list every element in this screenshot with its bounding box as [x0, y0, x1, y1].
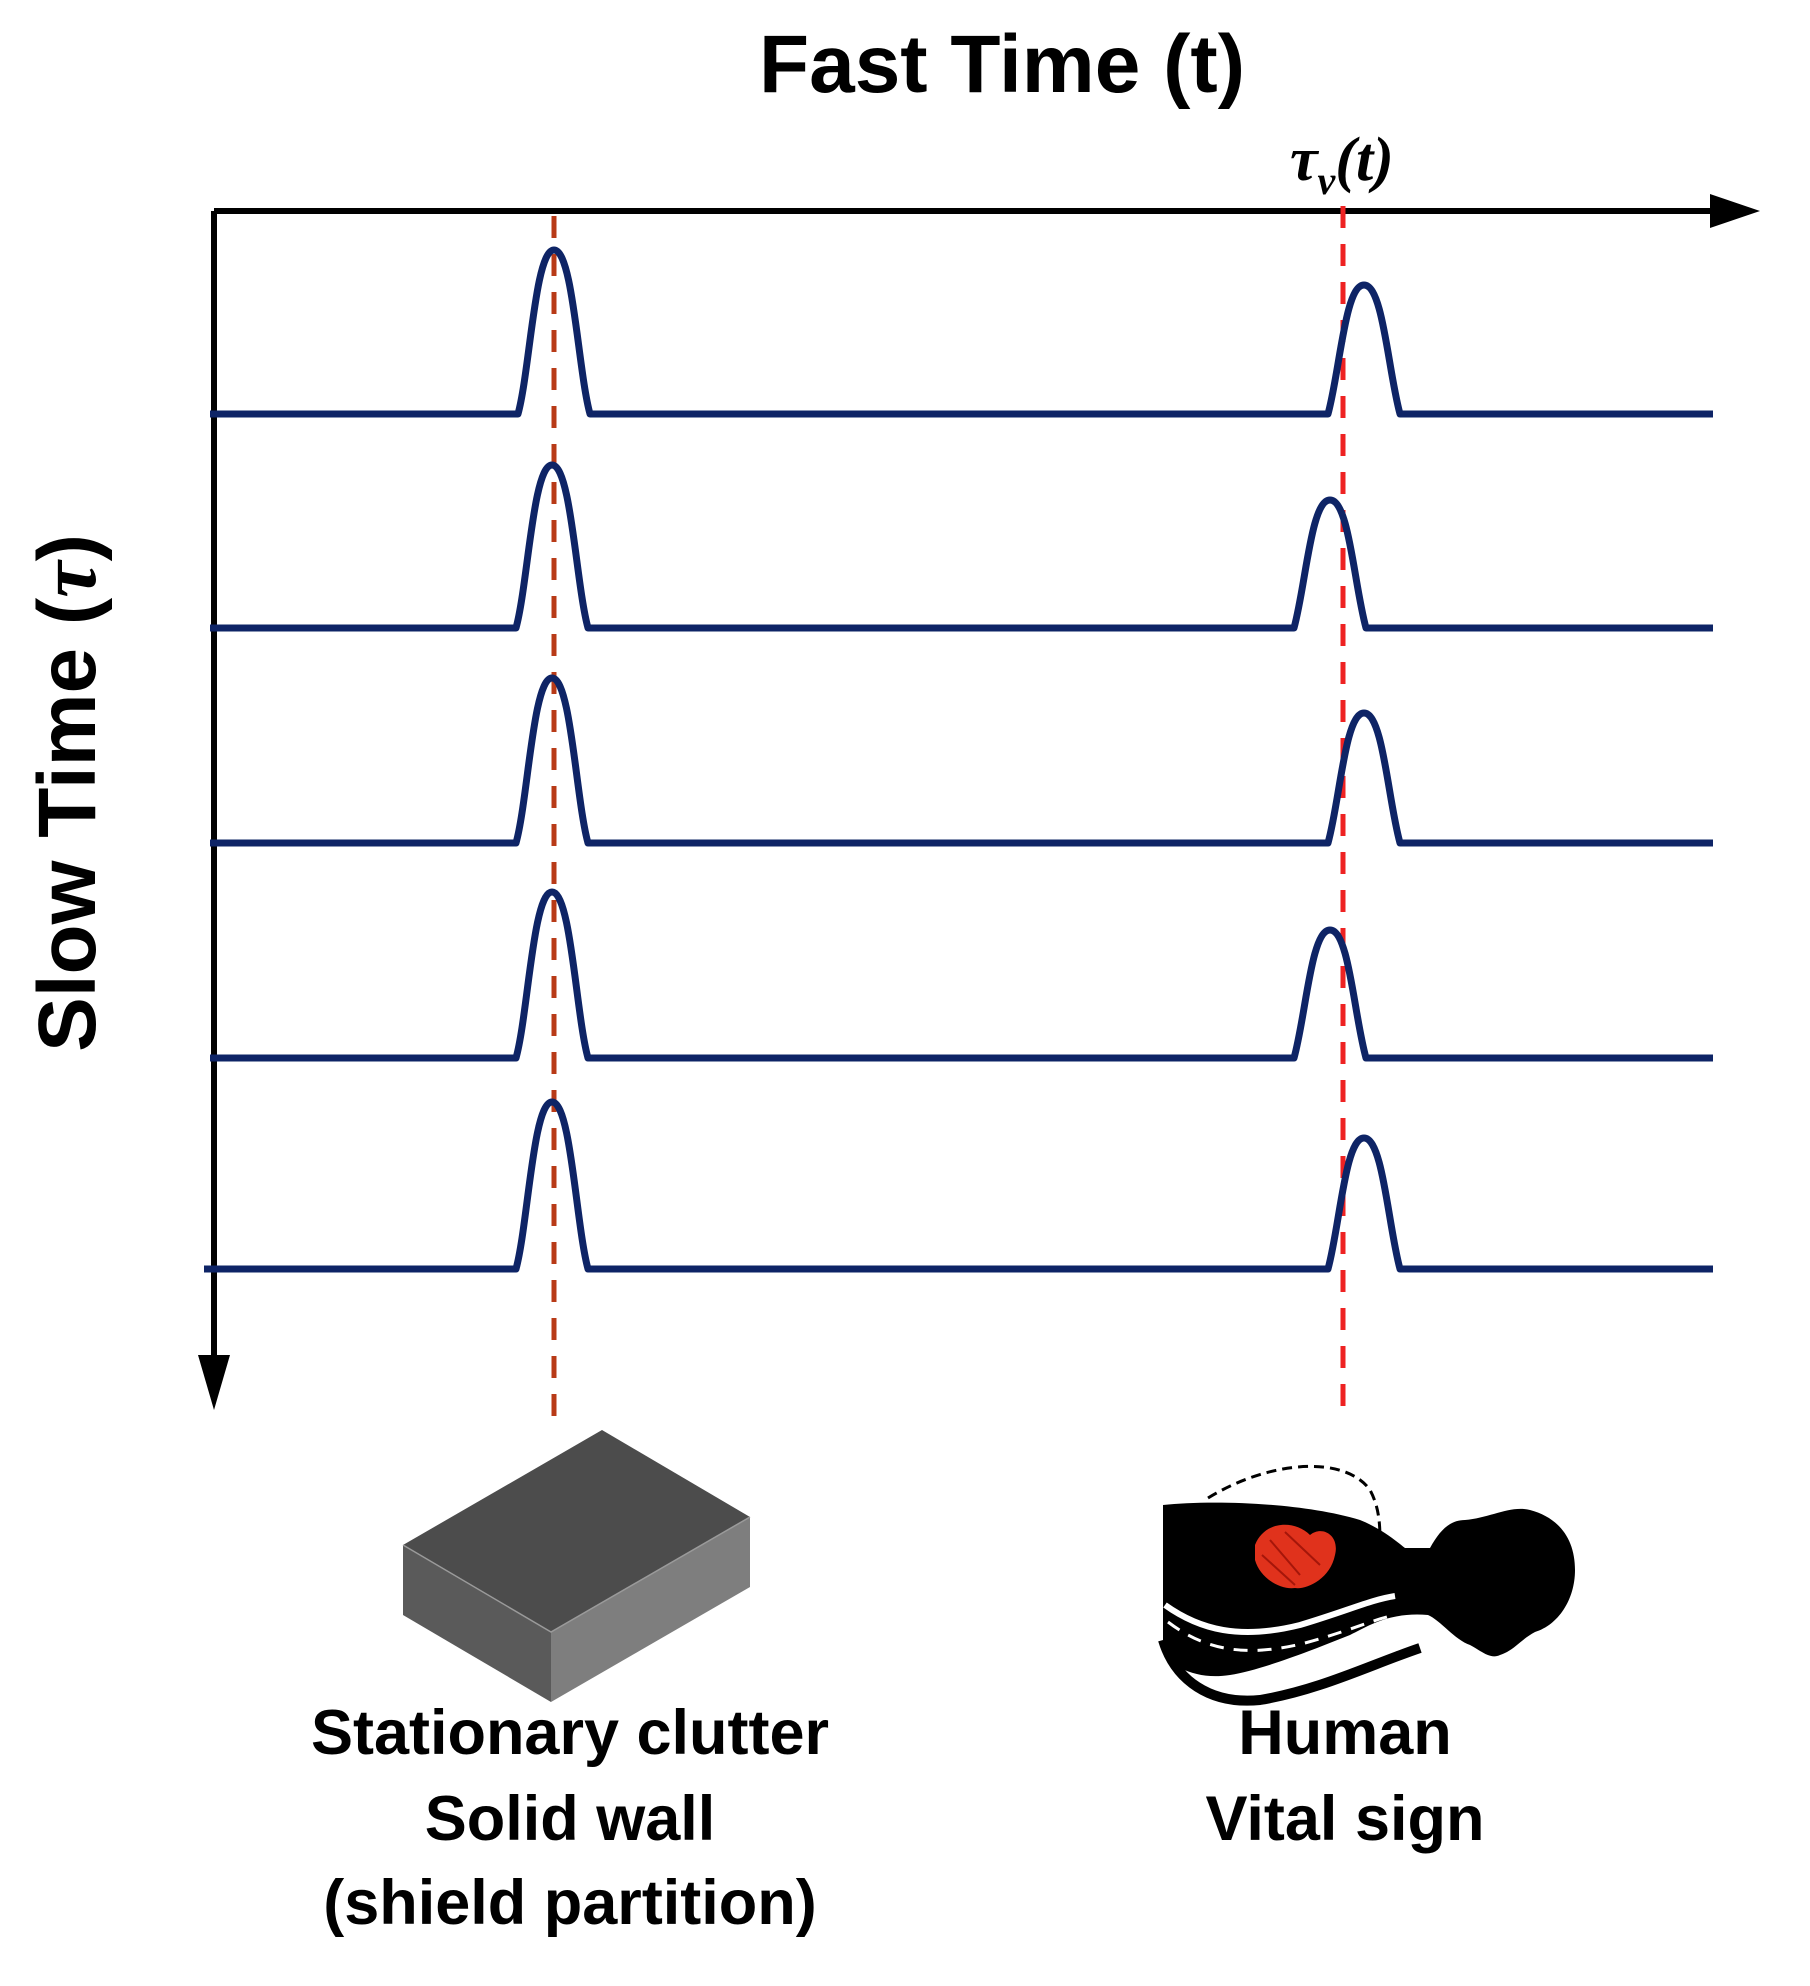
slow-time-arrowhead — [198, 1355, 230, 1410]
fast-time-title: Fast Time (t) — [759, 19, 1245, 110]
human-body-icon — [1158, 1464, 1575, 1706]
clutter-caption: Stationary clutter Solid wall (shield pa… — [311, 1698, 829, 1938]
tau-v-label: τv(t) — [1290, 126, 1394, 203]
pulse-traces — [204, 246, 1713, 1273]
tau-argument: (t) — [1335, 126, 1394, 194]
pulse-trace-1 — [210, 246, 1713, 418]
human-caption-line-1: Human — [1238, 1698, 1452, 1768]
clutter-caption-line-2: Solid wall — [425, 1784, 716, 1854]
pulse-trace-3 — [210, 674, 1713, 847]
tau-subscript: v — [1318, 158, 1337, 203]
fast-time-arrowhead — [1710, 194, 1760, 228]
clutter-caption-line-3: (shield partition) — [323, 1868, 816, 1938]
slow-time-close: ) — [22, 534, 113, 561]
pulse-trace-5 — [204, 1098, 1713, 1273]
slow-time-symbol: τ — [22, 559, 113, 598]
pulse-trace-2 — [210, 461, 1713, 632]
axes — [198, 194, 1760, 1410]
human-caption-line-2: Vital sign — [1206, 1784, 1485, 1854]
wall-block-icon — [402, 1430, 751, 1702]
tau-symbol: τ — [1290, 126, 1320, 194]
slow-time-text: Slow Time ( — [22, 597, 113, 1052]
slow-time-label: Slow Time (τ) — [22, 534, 113, 1052]
human-caption: Human Vital sign — [1206, 1698, 1485, 1854]
clutter-caption-line-1: Stationary clutter — [311, 1698, 829, 1768]
pulse-trace-4 — [210, 888, 1713, 1062]
